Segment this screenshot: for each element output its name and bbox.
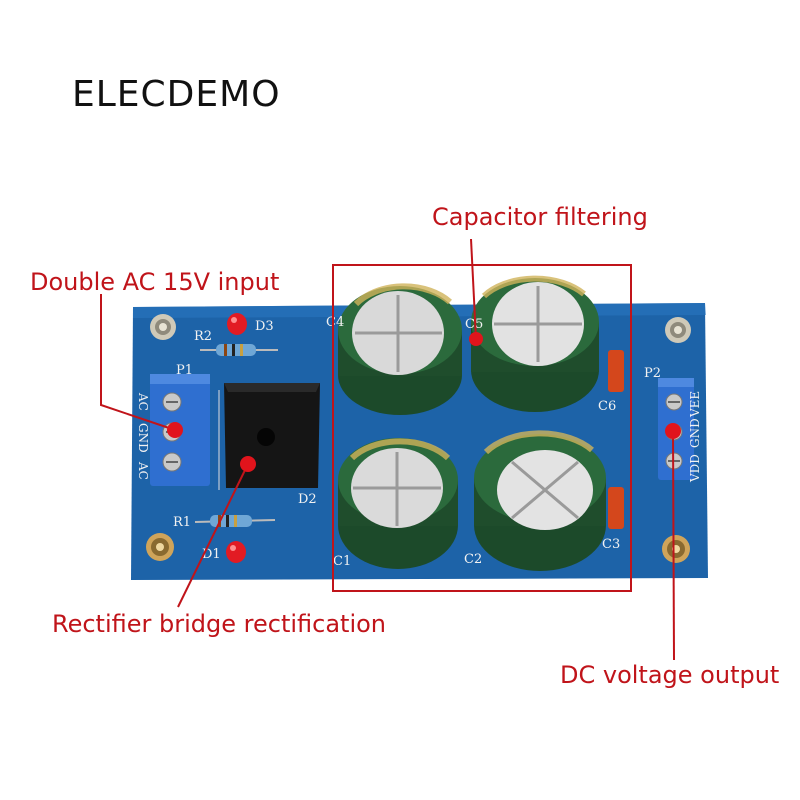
led-d3: [227, 313, 247, 335]
silk-r2: R2: [194, 329, 212, 344]
rectifier-bridge-d2: [218, 383, 320, 490]
silk-c4: C4: [326, 315, 344, 330]
mounting-screw-bottom-right: [662, 535, 690, 563]
capacitor-c4: [338, 283, 462, 415]
callout-ac-input: Double AC 15V input: [30, 268, 280, 296]
dc-output-leader: [672, 430, 675, 661]
silk-out-vee: VEE: [688, 391, 702, 418]
silk-in-gnd: GND: [136, 423, 150, 453]
silk-d1: D1: [202, 547, 221, 562]
silk-c5: C5: [465, 317, 483, 332]
capacitor-c3: [608, 487, 624, 529]
silk-c6: C6: [598, 399, 616, 414]
capacitor-c1: [338, 438, 458, 569]
silk-d3: D3: [255, 319, 274, 334]
silk-r1: R1: [173, 515, 191, 530]
capacitor-c2: [474, 430, 606, 571]
silk-in-ac-bottom: AC: [136, 461, 150, 480]
capacitor-c5: [471, 275, 599, 412]
silk-p2: P2: [644, 366, 661, 381]
silk-out-gnd: GND: [688, 418, 702, 448]
rectifier-leader: [177, 463, 249, 608]
silk-in-ac-top: AC: [136, 392, 150, 411]
mounting-screw-top-right: [665, 317, 691, 343]
silk-p1: P1: [176, 363, 193, 378]
ac-input-marker: [167, 422, 183, 438]
silk-c1: C1: [333, 554, 351, 569]
silk-out-vdd: VDD: [688, 454, 702, 483]
silk-c3: C3: [602, 537, 620, 552]
capacitor-leader: [470, 238, 477, 340]
callout-dc-output: DC voltage output: [560, 661, 780, 689]
mounting-screw-bottom-left: [146, 533, 174, 561]
led-d1: [226, 541, 246, 563]
capacitor-c6: [608, 350, 624, 392]
ac-input-leader: [100, 294, 176, 431]
resistor-r2: [200, 344, 278, 356]
callout-rectifier: Rectifier bridge rectification: [52, 610, 387, 638]
silk-c2: C2: [464, 552, 482, 567]
capacitor-marker: [469, 332, 483, 346]
mounting-screw-top-left: [150, 314, 176, 340]
brand-title: ELECDEMO: [72, 74, 281, 115]
rectifier-marker: [240, 456, 256, 472]
silk-d2: D2: [298, 492, 317, 507]
dc-output-marker: [665, 423, 681, 439]
callout-capacitor-filtering: Capacitor filtering: [432, 203, 648, 231]
capacitor-highlight-box: [332, 264, 632, 592]
